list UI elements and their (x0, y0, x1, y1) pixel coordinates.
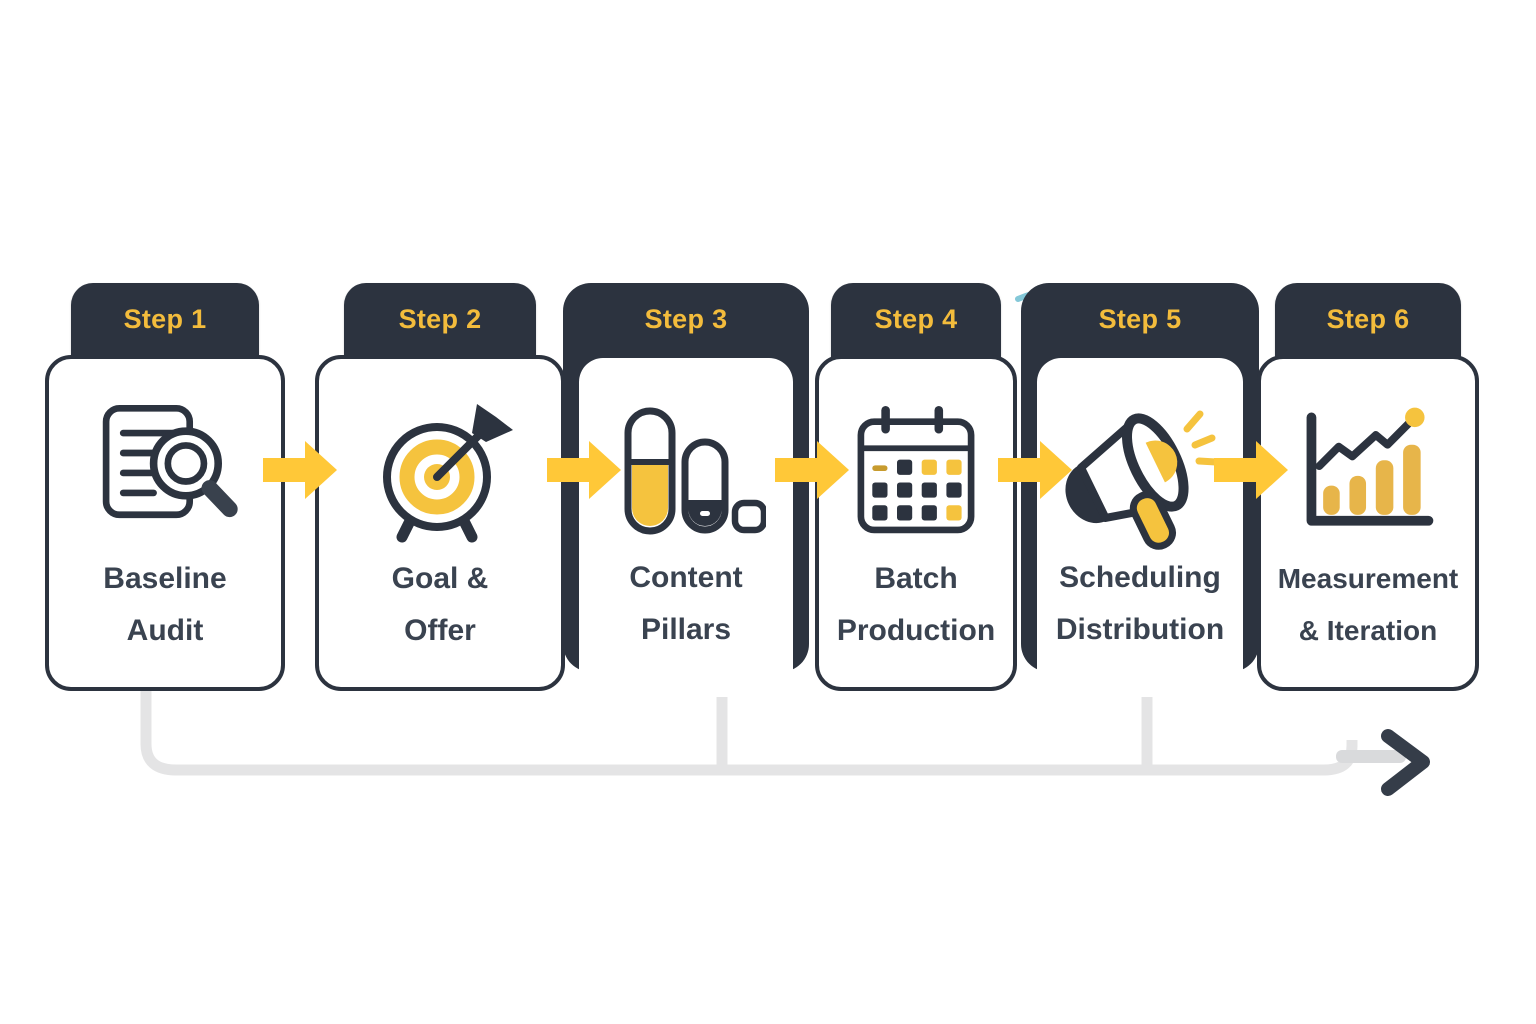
title-line: Content (629, 561, 743, 594)
flow-arrow-icon-1 (263, 441, 337, 499)
flow-arrow-icon-2 (547, 441, 621, 499)
step-3: Step 3 Content Pillars (563, 283, 809, 698)
title-line: Production (836, 614, 996, 647)
step-5-tab: Step 5 (1037, 283, 1243, 383)
step-5-title: Scheduling Distribution (1037, 552, 1243, 656)
step-2: Step 2 Goal & Offer (315, 283, 565, 698)
step-6-badge: Step 6 (1326, 304, 1410, 334)
step-5-badge: Step 5 (1098, 304, 1182, 334)
flow-arrow-icon-3 (775, 441, 849, 499)
step-3-badge: Step 3 (644, 304, 728, 334)
title-line: Audit (126, 614, 204, 647)
calendar-grid-icon (819, 383, 1013, 561)
title-line: Offer (404, 614, 476, 647)
connector-end-stub (1336, 750, 1406, 763)
flow-arrow-icon-4 (998, 441, 1072, 499)
step-4: Step 4 (815, 283, 1017, 698)
title-line: Measurement (1277, 563, 1459, 594)
step-6: Step 6 Measurement & Iteration (1257, 283, 1479, 698)
title-line: Batch (874, 562, 958, 595)
flow-arrow-icon-5 (1214, 441, 1288, 499)
title-line: Baseline (103, 562, 227, 595)
title-line: Scheduling (1059, 561, 1221, 594)
connector-main-line (140, 686, 1358, 776)
step-1-card: Baseline Audit (45, 355, 285, 691)
step-6-card: Measurement & Iteration (1257, 355, 1479, 691)
title-line: Distribution (1055, 613, 1225, 646)
step-1-title: Baseline Audit (49, 553, 281, 657)
step-4-badge: Step 4 (874, 304, 958, 334)
step-1-badge: Step 1 (123, 304, 207, 334)
growth-chart-icon (1261, 383, 1475, 561)
step-3-card: Content Pillars (579, 358, 793, 697)
step-1: Step 1 Baseline Audit (45, 283, 285, 698)
step-2-card: Goal & Offer (315, 355, 565, 691)
step-3-title: Content Pillars (579, 552, 793, 656)
step-6-title: Measurement & Iteration (1261, 553, 1475, 657)
document-magnifier-icon (49, 383, 281, 561)
megaphone-icon (1037, 382, 1243, 560)
content-pillars-icon (579, 382, 793, 560)
step-5-card: Scheduling Distribution (1037, 358, 1243, 697)
step-3-tab: Step 3 (579, 283, 793, 383)
title-line: & Iteration (1298, 615, 1438, 646)
target-arrow-icon (319, 383, 561, 561)
title-line: Goal & (391, 562, 489, 595)
title-line: Pillars (640, 613, 732, 646)
step-2-title: Goal & Offer (319, 553, 561, 657)
flow-end-arrow-icon (1381, 729, 1430, 796)
step-2-badge: Step 2 (398, 304, 482, 334)
step-4-card: Batch Production (815, 355, 1017, 691)
step-4-title: Batch Production (819, 553, 1013, 657)
